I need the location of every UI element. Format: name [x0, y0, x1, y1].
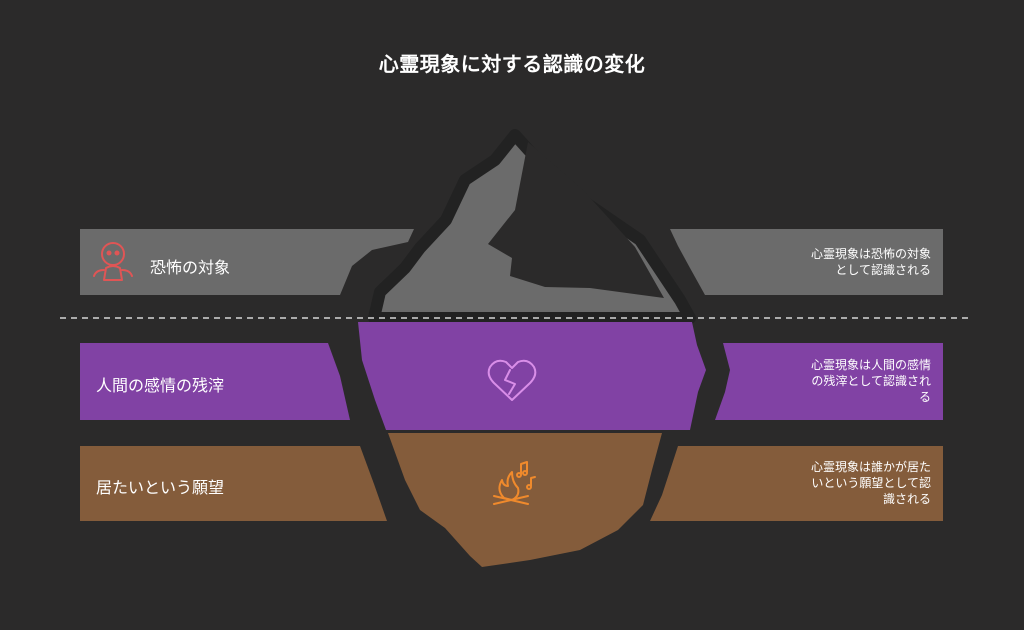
band-1-right — [670, 229, 943, 295]
band-3-left — [80, 446, 387, 521]
broken-heart-icon — [487, 359, 537, 401]
band-2-left — [80, 343, 350, 420]
band-1-left — [80, 229, 414, 295]
iceberg-facet — [488, 142, 664, 298]
level-1-label: 恐怖の対象 — [150, 258, 231, 277]
diagram-title: 心霊現象に対する認識の変化 — [378, 52, 646, 76]
level-3-description: 心霊現象は誰かが居た いという願望として認 識される — [810, 460, 931, 506]
band-3-right — [650, 446, 943, 521]
campfire-music-icon — [493, 461, 536, 505]
level-2-description: 心霊現象は人間の感情 の残滓として認識され る — [810, 358, 931, 404]
alien-ghost-icon — [93, 242, 133, 281]
band-2-right — [715, 343, 943, 420]
band-3-middle — [388, 433, 662, 567]
level-3-label: 居たいという願望 — [96, 478, 225, 497]
level-1-description: 心霊現象は恐怖の対象 として認識される — [810, 247, 931, 277]
band-2-middle — [358, 322, 706, 430]
level-2-label: 人間の感情の残滓 — [96, 376, 225, 395]
